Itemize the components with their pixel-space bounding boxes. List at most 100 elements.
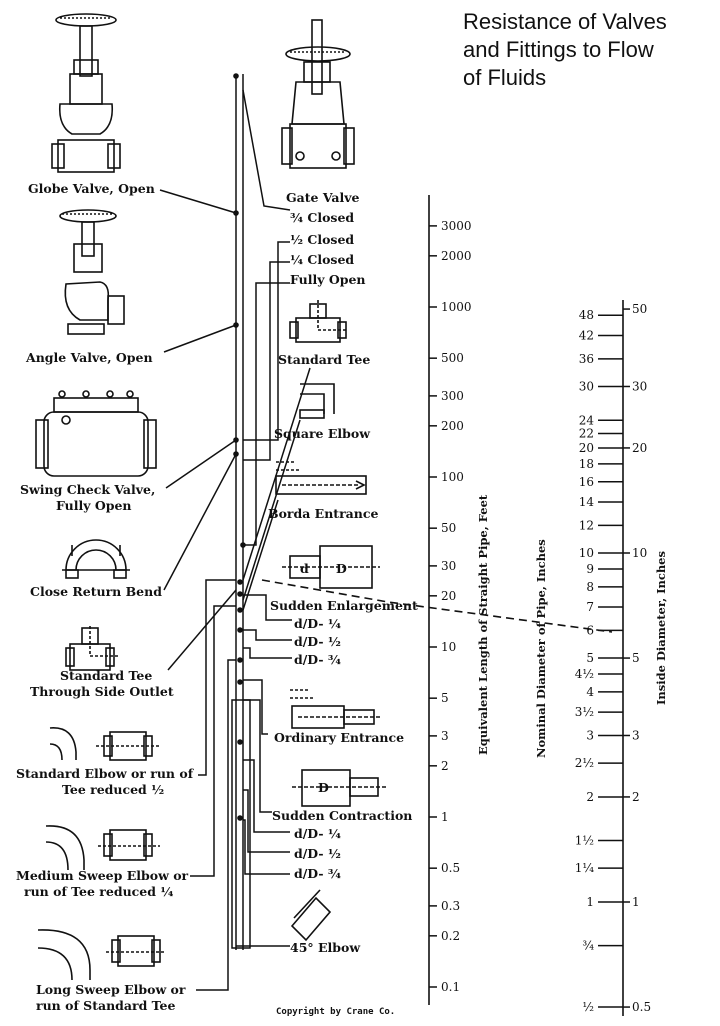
equiv-length-tick-label-6: 100 [441,470,464,484]
nominal-diameter-tick-label-6: 20 [579,441,594,455]
sudden-enlargement-drawing [282,545,380,589]
label-con-ratio-3: d/D- ¾ [294,866,341,881]
title-line-3: of Fluids [463,65,547,90]
equiv-length-label: Equivalent Length of Straight Pipe, Feet [476,494,490,755]
label-std-elbow-2: Tee reduced ½ [62,782,164,797]
label-long-sweep-1: Long Sweep Elbow or [36,982,186,997]
nominal-diameter-tick-label-12: 9 [586,562,594,576]
title-line-1: Resistance of Valves [463,9,667,34]
label-sudden-enlargement: Sudden Enlargement [270,598,418,613]
equiv-length-tick-label-2: 1000 [441,300,472,314]
equiv-length-tick-label-13: 2 [441,759,449,773]
label-enl-ratio-2: d/D- ½ [294,634,341,649]
nominal-diameter-tick-label-26: ¾ [582,939,594,953]
standard-elbow-drawing [49,727,160,761]
label-gate-three-quarter: ¾ Closed [290,210,354,225]
resistance-index-lines [159,74,311,991]
label-std-elbow-1: Standard Elbow or run of [16,766,195,781]
chart-title: Resistance of Valves and Fittings to Flo… [463,8,718,92]
nominal-diameter-tick-label-24: 1¼ [575,861,595,875]
label-gate-open: Fully Open [290,272,366,287]
label-gate-half: ½ Closed [290,232,354,247]
equiv-length-tick-label-5: 200 [441,419,464,433]
globe-valve-drawing [51,13,121,173]
enl-D-letter: D [336,561,347,576]
equiv-length-tick-label-8: 30 [441,559,456,573]
swing-check-valve-drawing [35,390,157,477]
equiv-length-tick-label-17: 0.2 [441,929,460,943]
standard-tee-side-drawing [65,626,118,671]
inside-diameter-tick-label-3: 10 [632,546,647,560]
inside-diameter-tick-label-1: 30 [632,379,647,393]
label-borda-entrance: Borda Entrance [268,506,378,521]
nominal-diameter-tick-label-13: 8 [586,580,594,594]
label-ordinary-entrance: Ordinary Entrance [274,730,404,745]
nominal-diameter-tick-label-20: 3 [586,728,594,742]
label-close-return-bend: Close Return Bend [30,584,162,599]
inside-diameter-tick-label-5: 3 [632,728,640,742]
label-long-sweep-2: run of Standard Tee [36,998,176,1013]
equiv-length-tick-label-16: 0.3 [441,899,460,913]
label-std-tee-side-1: Standard Tee [60,668,152,683]
nominal-diameter-tick-label-23: 1½ [575,834,594,848]
left-labels: Globe Valve, Open Angle Valve, Open Swin… [16,181,195,1013]
equiv-length-tick-label-14: 1 [441,810,449,824]
right-labels: Gate Valve ¾ Closed ½ Closed ¼ Closed Fu… [268,190,418,955]
label-con-ratio-2: d/D- ½ [294,846,341,861]
enl-d-letter: d [300,561,309,576]
nominal-diameter-tick-label-22: 2 [586,790,594,804]
inside-diameter-tick-label-6: 2 [632,790,640,804]
nominal-diameter-tick-label-15: 6 [586,623,594,637]
nominal-diameter-tick-label-27: ½ [582,1000,594,1014]
example-line [261,579,613,633]
label-elbow-45: 45° Elbow [290,940,361,955]
angle-valve-drawing [59,209,125,335]
nominal-diameter-tick-label-2: 36 [579,352,594,366]
label-medium-sweep-2: run of Tee reduced ¼ [24,884,173,899]
label-con-ratio-1: d/D- ¼ [294,826,341,841]
sudden-contraction-drawing [292,769,388,807]
nominal-diameter-tick-label-4: 24 [579,413,595,427]
nominal-diameter-tick-label-16: 5 [586,651,594,665]
elbow-45-drawing [290,889,332,942]
inside-diameter-label: Inside Diameter, Inches [654,551,668,705]
nominal-diameter-tick-label-14: 7 [586,600,594,614]
gate-valve-drawing [281,19,355,169]
nominal-diameter-tick-label-17: 4½ [575,667,594,681]
label-medium-sweep-1: Medium Sweep Elbow or [16,868,189,883]
nominal-diameter-tick-label-11: 10 [579,546,594,560]
equiv-length-tick-label-15: 0.5 [441,861,460,875]
equiv-length-tick-label-0: 3000 [441,219,472,233]
nominal-diameter-tick-label-5: 22 [579,426,594,440]
square-elbow-drawing [299,383,335,419]
nominal-diameter-tick-label-18: 4 [586,685,594,699]
inside-diameter-tick-label-2: 20 [632,441,647,455]
nominal-diameter-tick-label-10: 12 [579,518,594,532]
ordinary-entrance-drawing [290,689,380,729]
inside-diameter-tick-label-8: 0.5 [632,1000,651,1014]
label-enl-ratio-1: d/D- ¼ [294,616,341,631]
inside-diameter-tick-label-4: 5 [632,651,640,665]
equiv-length-tick-label-12: 3 [441,729,449,743]
label-standard-tee: Standard Tee [278,352,370,367]
nominal-diameter-tick-label-3: 30 [579,379,594,393]
nominal-diameter-ticks: 484236302422201816141210987654½43½32½21½… [575,308,623,1014]
label-swing-check-1: Swing Check Valve, [20,482,155,497]
nominal-diameter-tick-label-1: 42 [579,328,594,342]
equiv-length-tick-label-10: 10 [441,640,456,654]
medium-sweep-elbow-drawing [45,825,160,871]
label-square-elbow: Square Elbow [274,426,371,441]
nominal-diameter-tick-label-21: 2½ [575,756,594,770]
equiv-length-tick-label-9: 20 [441,589,456,603]
nominal-diameter-tick-label-0: 48 [579,308,594,322]
equiv-length-tick-label-1: 2000 [441,249,472,263]
equiv-length-ticks: 3000200010005003002001005030201053210.50… [429,219,472,994]
title-line-2: and Fittings to Flow [463,37,654,62]
equiv-length-tick-label-3: 500 [441,351,464,365]
nominal-diameter-tick-label-19: 3½ [575,705,594,719]
standard-tee-drawing [289,300,348,343]
label-globe-valve: Globe Valve, Open [28,181,155,196]
label-gate-quarter: ¼ Closed [290,252,354,267]
